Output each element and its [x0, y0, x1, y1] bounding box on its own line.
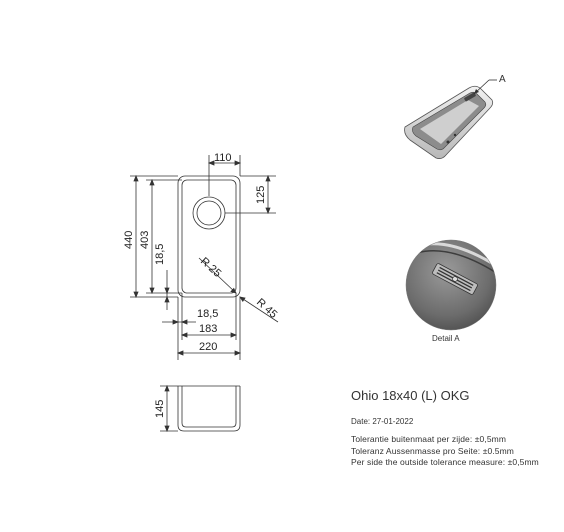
top-view [130, 155, 279, 360]
tolerance-german: Toleranz Aussenmasse pro Seite: ±0.5mm [351, 446, 514, 456]
dim-125-label: 125 [255, 186, 267, 204]
front-inner-outline [181, 386, 237, 428]
drain-inner-circle [196, 200, 222, 226]
dim-220-label: 220 [199, 341, 217, 353]
sink-3d-render [404, 79, 497, 159]
dim-183-label: 183 [199, 323, 217, 335]
tolerance-english: Per side the outside tolerance measure: … [351, 457, 539, 467]
dim-110-label: 110 [214, 152, 232, 164]
dim-403-label: 403 [139, 231, 151, 249]
dim-18-5-vertical-label: 18,5 [154, 244, 166, 265]
detail-marker-label: A [499, 74, 506, 85]
drain-outer-circle [192, 196, 226, 230]
front-view [160, 384, 241, 433]
front-outer-outline [177, 386, 241, 432]
drawing-date: Date: 27-01-2022 [351, 417, 414, 426]
dim-145-label: 145 [154, 400, 166, 418]
radius-25-label: R 25 [198, 255, 223, 279]
dim-440-label: 440 [123, 231, 135, 249]
product-title: Ohio 18x40 (L) OKG [351, 388, 470, 403]
radius-45-label: R 45 [254, 296, 279, 320]
tolerance-dutch: Tolerantie buitenmaat per zijde: ±0,5mm [351, 434, 507, 444]
dim-18-5-horizontal-label: 18,5 [197, 308, 218, 320]
detail-a-view [405, 239, 497, 331]
detail-a-caption: Detail A [432, 334, 460, 343]
